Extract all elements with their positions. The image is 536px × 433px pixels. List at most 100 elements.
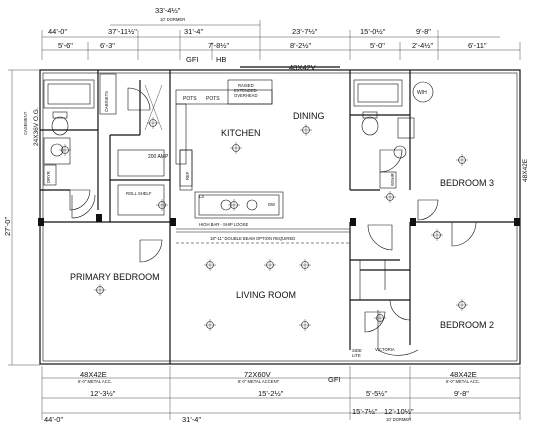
label-victoria: VICTORIA (375, 347, 395, 352)
sink-right (393, 145, 407, 159)
label-ls: LS (199, 194, 204, 199)
bathtub-left (43, 79, 95, 109)
bottom-dimensions: 48X42E 6'-0" METAL ACC. 72X60V 8'-0" MET… (41, 366, 521, 424)
light-fixtures (59, 117, 468, 331)
top-dimensions: 33'-4½" 10' DORMER 44'-0" 37'-11½" 31'-4… (41, 6, 521, 60)
label-gfi-bottom: GFI (328, 375, 341, 384)
ceiling-light-cross (299, 259, 311, 271)
dim-bottom-window-1-note: 6'-0" METAL ACC. (78, 379, 112, 384)
door-swing (367, 224, 393, 251)
label-amp: 200 AMP (148, 154, 169, 160)
door-swing (417, 199, 439, 221)
fixtures (43, 73, 434, 211)
label-gfi-top: GFI (186, 55, 199, 64)
dim-bottom-c: 9'-8" (454, 389, 469, 398)
dim-top-m: 6'-11" (468, 41, 487, 50)
ceiling-light-cross (230, 142, 242, 154)
dim-top-i: 7'-8½" (208, 41, 230, 50)
toilet-left (51, 116, 69, 136)
label-hb: HB (216, 55, 226, 64)
label-pots-2: POTS (206, 96, 220, 102)
dim-bottom-e: 44'-0" (44, 415, 63, 424)
refrigerator (179, 149, 193, 187)
ceiling-light-cross (204, 259, 216, 271)
side-dimensions: 27'-0" 24X36V O.G. CASEMENT 48X42E (3, 69, 529, 366)
dim-bottom-f: 31'-4" (182, 415, 201, 424)
dim-top-c: 31'-4" (184, 27, 203, 36)
label-dryer: DRYR (46, 171, 51, 183)
ceiling-light-cross (431, 229, 443, 241)
door-swing (127, 87, 151, 111)
ceiling-light-cross (264, 259, 276, 271)
range-burner (246, 199, 258, 211)
dim-bottom-d: 5'-5½" (366, 389, 388, 398)
room-bedroom-3: BEDROOM 3 (440, 178, 494, 188)
toilet-right (361, 116, 379, 136)
dim-top-k: 5'-0" (370, 41, 385, 50)
dim-top-a: 44'-0" (48, 27, 67, 36)
label-lite: LITE (352, 353, 361, 358)
room-living: LIVING ROOM (236, 290, 296, 300)
dim-bottom-dormer: 10' DORMER (386, 417, 411, 422)
label-high-bar: HIGH BAR - SHIP LOOSE (199, 222, 248, 227)
dim-bottom-window-3: 48X42E (450, 370, 477, 379)
dim-right-window: 48X42E (522, 158, 529, 182)
label-roll-shelf: ROLL SHELF (126, 191, 152, 196)
dim-bottom-window-3-note: 6'-0" METAL ACC. (446, 379, 480, 384)
doors (69, 87, 477, 356)
label-wh: W/H (417, 90, 427, 96)
bathtub-right (353, 79, 403, 107)
room-kitchen: KITCHEN (221, 128, 261, 138)
room-bedroom-2: BEDROOM 2 (440, 320, 494, 330)
room-primary-bedroom: PRIMARY BEDROOM (70, 272, 160, 282)
label-beam: 18"-11" DOUBLE BEAM OPTION REQUIRED (210, 236, 295, 241)
door-swing (69, 189, 91, 211)
ceiling-light-cross (156, 199, 168, 211)
dim-top-g: 5'-6" (58, 41, 73, 50)
interior-walls (40, 70, 520, 364)
door-swing (379, 149, 403, 173)
ceiling-light-cross (456, 299, 468, 311)
dim-left-window: 24X36V O.G. (33, 107, 40, 146)
door-swing (139, 239, 163, 263)
label-pots-1: POTS (183, 96, 197, 102)
ceiling-light-cross (300, 124, 312, 136)
ceiling-light-cross (299, 319, 311, 331)
label-raised: RAISED (238, 83, 254, 88)
label-dw: DW (268, 202, 275, 207)
room-dining: DINING (293, 111, 325, 121)
dim-top-e: 15'-0½" (360, 27, 386, 36)
label-window-top: 48X42V (289, 63, 316, 72)
front-door-swing (377, 310, 419, 356)
ceiling-light-cross (204, 319, 216, 331)
water-heater (412, 81, 434, 103)
door-swing (364, 311, 386, 333)
door-swing (451, 221, 477, 247)
door-swing (389, 299, 411, 321)
dim-bottom-a: 12'-3½" (90, 389, 116, 398)
dim-bottom-window-2-note: 8'-0" METAL ACCENT (238, 379, 280, 384)
dim-bottom-window-2: 72X60V (244, 370, 271, 379)
dim-top-d: 23'-7½" (292, 27, 318, 36)
dim-top-dormer: 10' DORMER (160, 17, 185, 22)
dim-left-total: 27'-0" (3, 217, 12, 236)
ceiling-light-cross (456, 154, 468, 166)
label-washer: WSHR (390, 173, 395, 186)
dim-bottom-h: 12'-10½" (384, 407, 414, 416)
ceiling-light-cross (384, 191, 396, 203)
dim-bottom-g: 15'-7½" (352, 407, 378, 416)
ceiling-light-cross (59, 144, 71, 156)
dim-top-l: 2'-4½" (412, 41, 434, 50)
label-extended: EXTENDED (234, 88, 257, 93)
dim-top-h: 6'-3" (100, 41, 115, 50)
dim-top-overall: 33'-4½" (155, 6, 181, 15)
dim-left-casement: CASEMENT (23, 111, 28, 135)
label-overhead: OVERHEAD (234, 93, 258, 98)
label-side: SIDE (352, 348, 362, 353)
dim-top-j: 8'-2½" (290, 41, 312, 50)
annotations: GFI HB 48X42V POTS POTS RAISED EXTENDED … (46, 55, 427, 384)
door-swing (71, 194, 96, 219)
label-ref: REF (185, 171, 190, 180)
dim-top-b: 37'-11½" (108, 27, 137, 36)
